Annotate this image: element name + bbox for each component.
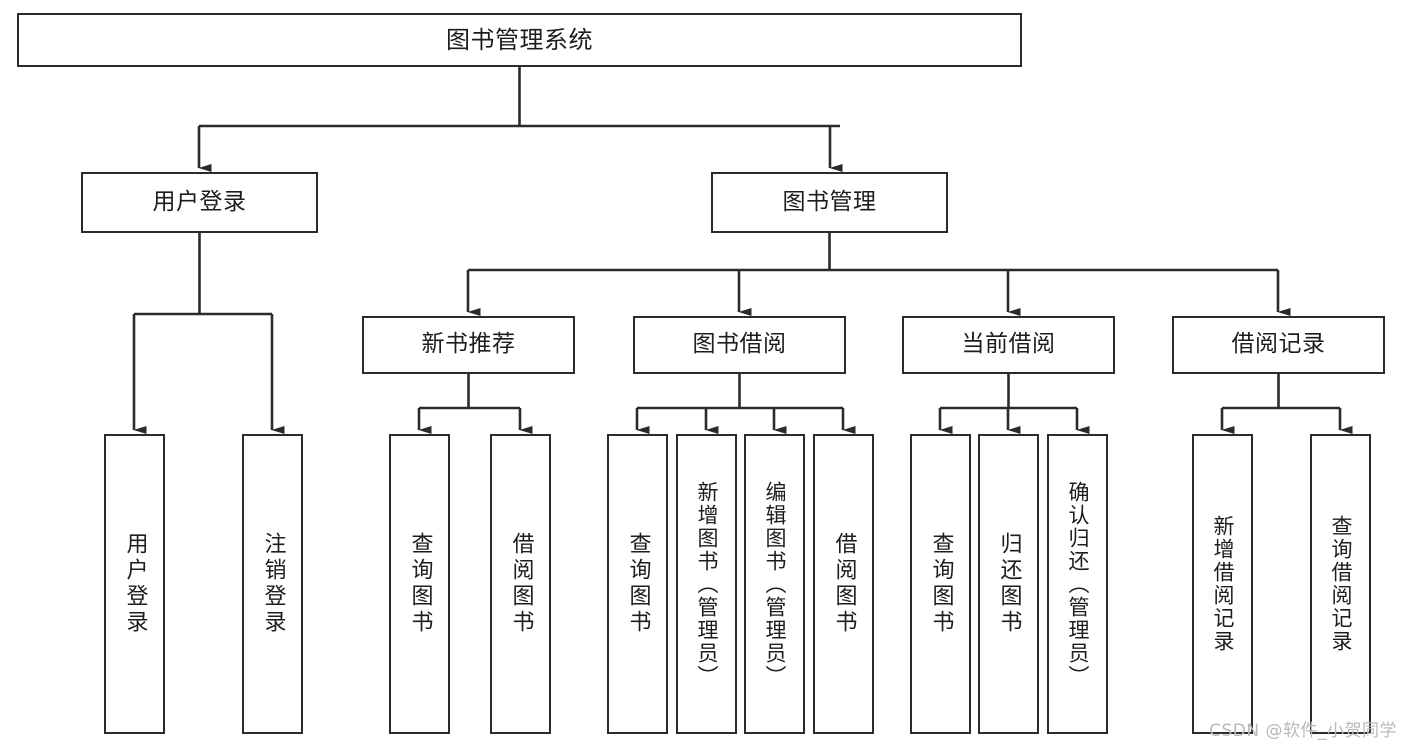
node-leaf-confirm-return-admin[interactable]: 确认归还（管理员） xyxy=(1047,434,1108,734)
csdn-watermark: CSDN @软件_小贺同学 xyxy=(1209,721,1397,741)
node-leaf-query-book-recommend[interactable]: 查询图书 xyxy=(389,434,450,734)
node-label: 归还图书 xyxy=(996,532,1022,636)
node-leaf-return-book[interactable]: 归还图书 xyxy=(978,434,1039,734)
node-label: 图书管理系统 xyxy=(446,25,593,54)
node-label: 查询图书 xyxy=(407,532,433,636)
node-user-login[interactable]: 用户登录 xyxy=(81,172,318,233)
node-leaf-user-login[interactable]: 用户登录 xyxy=(104,434,165,734)
node-current-borrow[interactable]: 当前借阅 xyxy=(902,316,1115,374)
node-label: 借阅图书 xyxy=(831,532,857,636)
node-label: 当前借阅 xyxy=(961,331,1056,358)
node-label: 图书借阅 xyxy=(692,331,787,358)
node-label: 编辑图书（管理员） xyxy=(763,480,787,688)
node-leaf-logout[interactable]: 注销登录 xyxy=(242,434,303,734)
node-label: 用户登录 xyxy=(152,188,247,215)
node-leaf-query-book-current[interactable]: 查询图书 xyxy=(910,434,971,734)
node-leaf-add-book-admin[interactable]: 新增图书（管理员） xyxy=(676,434,737,734)
node-leaf-borrow-book-recommend[interactable]: 借阅图书 xyxy=(490,434,551,734)
node-label: 用户登录 xyxy=(122,532,148,636)
node-leaf-query-borrow-record[interactable]: 查询借阅记录 xyxy=(1310,434,1371,734)
node-leaf-add-borrow-record[interactable]: 新增借阅记录 xyxy=(1192,434,1253,734)
node-label: 查询图书 xyxy=(625,532,651,636)
node-label: 图书管理 xyxy=(782,188,877,215)
node-leaf-edit-book-admin[interactable]: 编辑图书（管理员） xyxy=(744,434,805,734)
node-label: 新增借阅记录 xyxy=(1211,515,1235,653)
node-label: 新书推荐 xyxy=(421,331,516,358)
node-label: 查询图书 xyxy=(928,532,954,636)
node-leaf-borrow-book[interactable]: 借阅图书 xyxy=(813,434,874,734)
node-label: 借阅图书 xyxy=(508,532,534,636)
node-book-borrow[interactable]: 图书借阅 xyxy=(633,316,846,374)
node-label: 借阅记录 xyxy=(1231,331,1326,358)
node-borrow-records[interactable]: 借阅记录 xyxy=(1172,316,1385,374)
node-root-book-management-system[interactable]: 图书管理系统 xyxy=(17,13,1022,67)
node-label: 查询借阅记录 xyxy=(1329,515,1353,653)
node-label: 注销登录 xyxy=(260,532,286,636)
node-label: 确认归还（管理员） xyxy=(1066,480,1090,688)
node-new-book-recommend[interactable]: 新书推荐 xyxy=(362,316,575,374)
node-leaf-query-book[interactable]: 查询图书 xyxy=(607,434,668,734)
node-label: 新增图书（管理员） xyxy=(695,480,719,688)
node-book-management[interactable]: 图书管理 xyxy=(711,172,948,233)
